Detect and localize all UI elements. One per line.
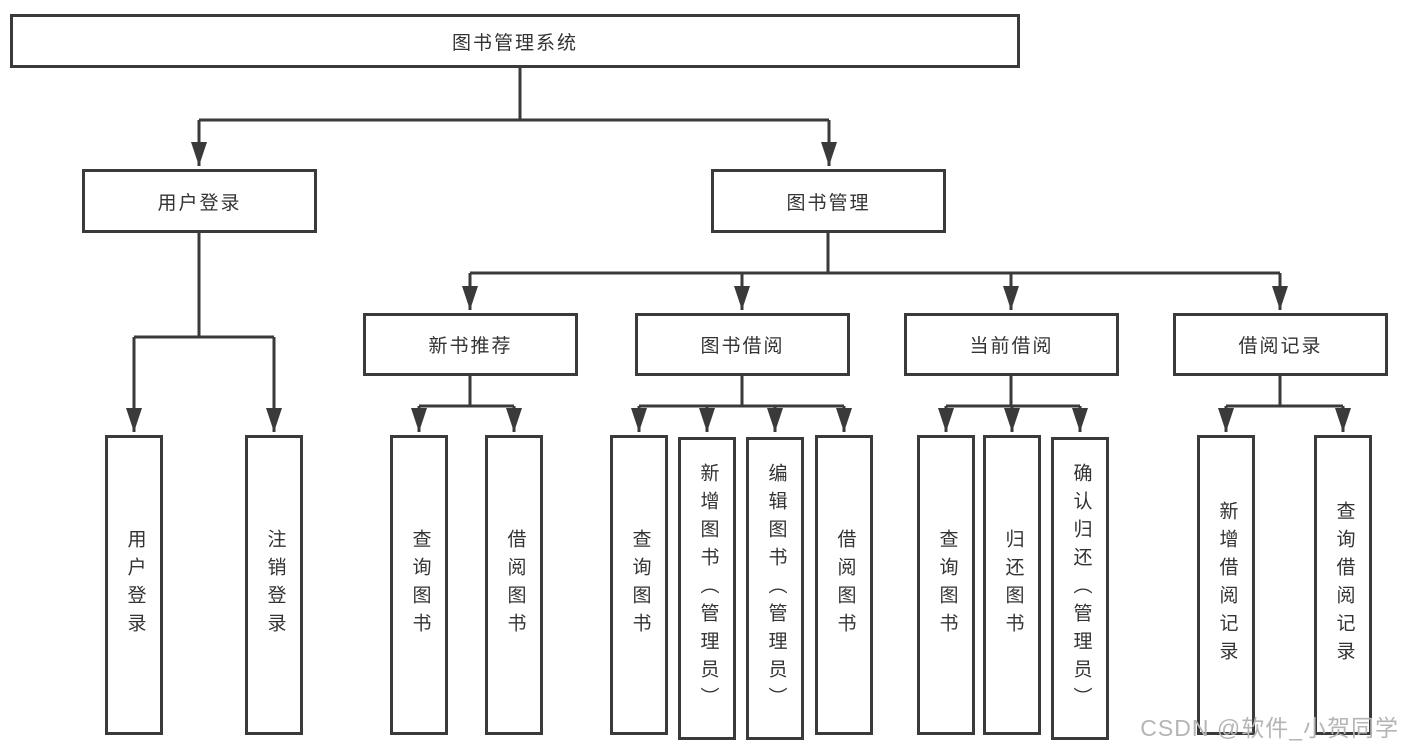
- node-current-borrow: 当前借阅: [904, 313, 1119, 376]
- node-book-management: 图书管理: [711, 169, 946, 233]
- leaf-borrow-book-1: 借阅图书: [485, 435, 543, 735]
- leaf-label: 新增借阅记录: [1216, 501, 1238, 669]
- leaf-borrow-book-2: 借阅图书: [815, 435, 873, 735]
- leaf-label: 注销登录: [264, 529, 286, 641]
- leaf-label: 查询图书: [936, 529, 958, 641]
- leaf-label: 借阅图书: [504, 529, 526, 641]
- leaf-user-login: 用户登录: [105, 435, 163, 735]
- leaf-query-book-3: 查询图书: [917, 435, 975, 735]
- leaf-edit-book-admin: 编辑图书（管理员）: [746, 437, 804, 740]
- leaf-label: 查询图书: [629, 529, 651, 641]
- leaf-label: 用户登录: [124, 529, 146, 641]
- leaf-add-borrow-record: 新增借阅记录: [1197, 435, 1255, 735]
- leaf-confirm-return-admin: 确认归还（管理员）: [1051, 437, 1109, 740]
- leaf-logout: 注销登录: [245, 435, 303, 735]
- csdn-watermark: CSDN @软件_小贺同学: [1140, 715, 1399, 741]
- leaf-add-book-admin: 新增图书（管理员）: [678, 437, 736, 740]
- node-root-system: 图书管理系统: [10, 14, 1020, 68]
- leaf-label: 新增图书（管理员）: [697, 462, 719, 715]
- leaf-label: 查询借阅记录: [1333, 501, 1355, 669]
- leaf-label: 编辑图书（管理员）: [765, 462, 787, 715]
- leaf-label: 归还图书: [1002, 529, 1024, 641]
- leaf-query-borrow-record: 查询借阅记录: [1314, 435, 1372, 735]
- node-book-borrow: 图书借阅: [635, 313, 850, 376]
- leaf-return-book: 归还图书: [983, 435, 1041, 735]
- node-new-book-recommend: 新书推荐: [363, 313, 578, 376]
- leaf-label: 确认归还（管理员）: [1070, 462, 1092, 715]
- leaf-query-book-2: 查询图书: [610, 435, 668, 735]
- leaf-query-book-1: 查询图书: [390, 435, 448, 735]
- node-user-login: 用户登录: [82, 169, 317, 233]
- leaf-label: 借阅图书: [834, 529, 856, 641]
- leaf-label: 查询图书: [409, 529, 431, 641]
- node-borrow-records: 借阅记录: [1173, 313, 1388, 376]
